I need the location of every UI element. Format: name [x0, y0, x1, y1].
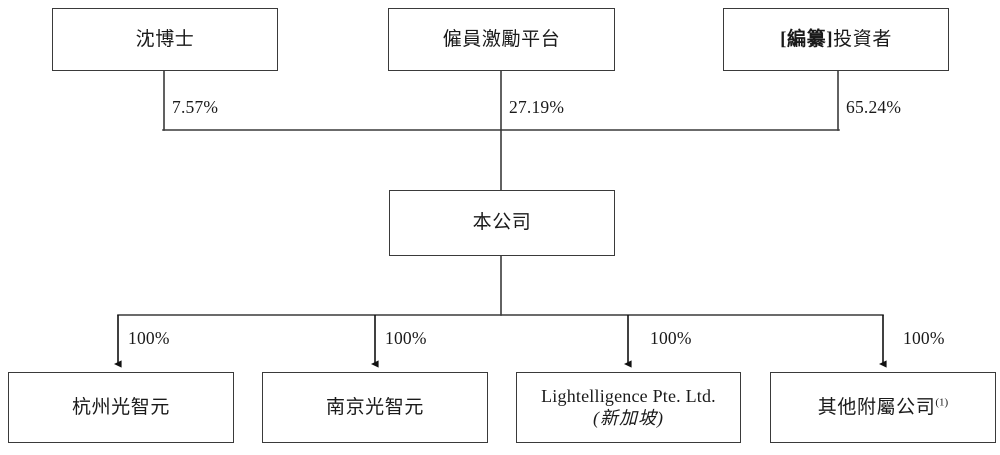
node-box-lightelligence[interactable]: Lightelligence Pte. Ltd. (新加坡): [516, 372, 741, 443]
edge-label-other-subsidiaries-percent: 100%: [903, 328, 945, 348]
edge-label-shen-percent: 7.57%: [172, 97, 219, 117]
node-box-nanjing[interactable]: 南京光智元: [262, 372, 488, 443]
node-box-investors[interactable]: [編纂]投資者: [723, 8, 949, 71]
edge-label-employee-incentive-platform-percent: 27.19%: [509, 97, 565, 117]
node-sublabel-lightelligence-location: (新加坡): [593, 407, 664, 428]
node-label-nanjing: 南京光智元: [325, 396, 424, 418]
node-box-hangzhou[interactable]: 杭州光智元: [8, 372, 234, 443]
node-label-investors: [編纂]投資者: [780, 28, 892, 51]
edge-label-nanjing-percent: 100%: [385, 328, 427, 348]
node-label-hangzhou: 杭州光智元: [71, 396, 170, 418]
node-label-other-subsidiaries-text: 其他附屬公司: [817, 396, 936, 418]
edge-label-lightelligence-percent: 100%: [650, 328, 692, 348]
node-label-other-subsidiaries-footnote-marker: (1): [935, 396, 949, 409]
node-box-company[interactable]: 本公司: [389, 190, 615, 256]
edge-label-hangzhou-percent: 100%: [128, 328, 170, 348]
node-label-other-subsidiaries: 其他附屬公司(1): [818, 396, 948, 419]
node-box-shen[interactable]: 沈博士: [52, 8, 278, 71]
node-label-investors-rest: 投資者: [833, 28, 892, 50]
node-label-investors-bracket: [編纂]: [780, 28, 834, 50]
node-label-employee-incentive-platform: 僱員激勵平台: [442, 28, 561, 50]
node-label-lightelligence: Lightelligence Pte. Ltd.: [541, 385, 716, 406]
edge-label-investors-percent: 65.24%: [846, 97, 902, 117]
node-label-shen: 沈博士: [135, 28, 195, 50]
node-label-company: 本公司: [472, 212, 532, 234]
node-box-other-subsidiaries[interactable]: 其他附屬公司(1): [770, 372, 996, 443]
node-box-employee-incentive-platform[interactable]: 僱員激勵平台: [388, 8, 615, 71]
